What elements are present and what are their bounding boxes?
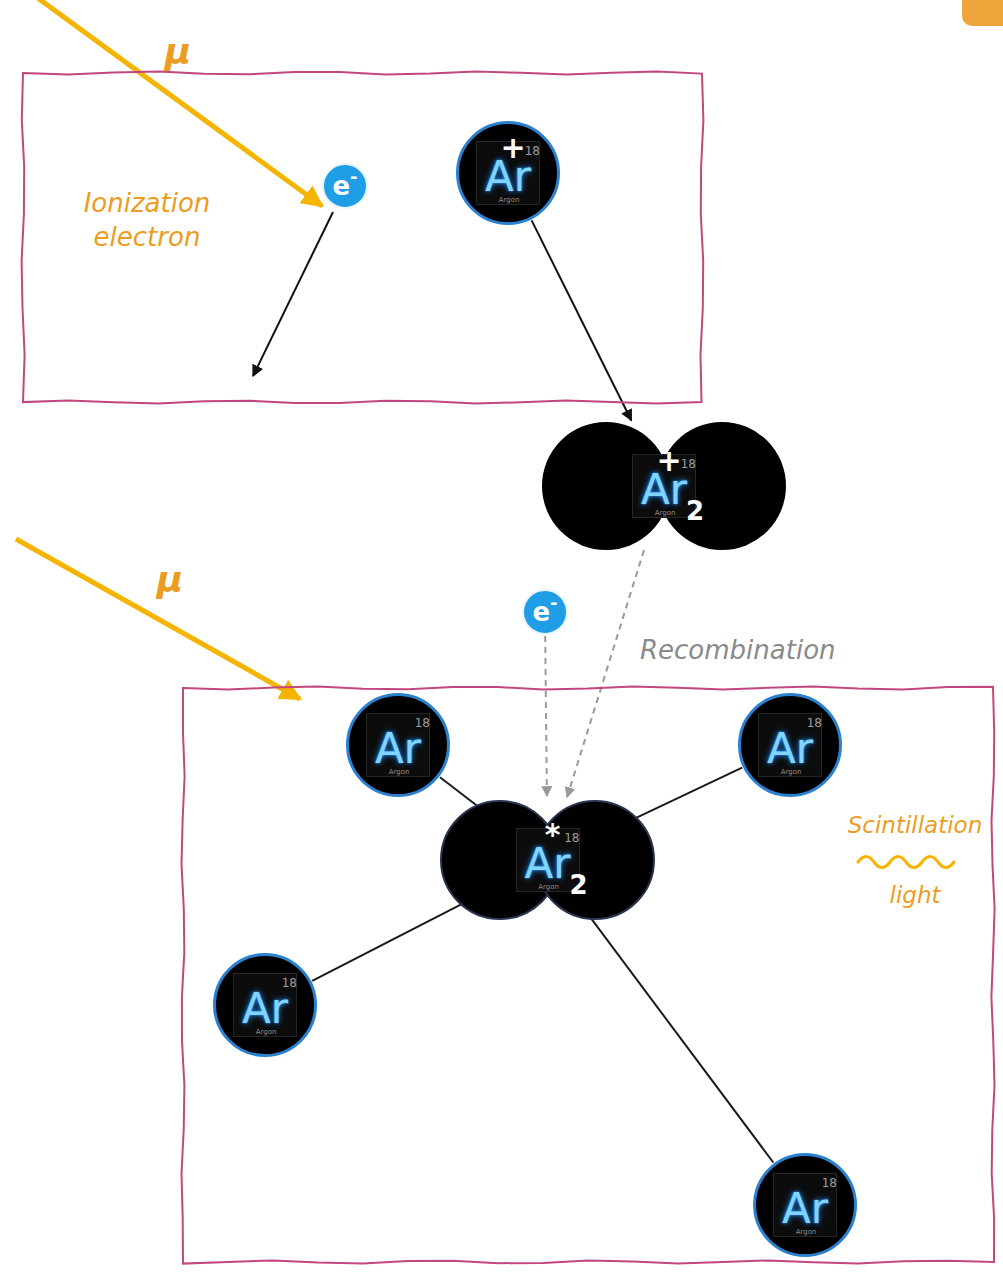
muon-track	[16, 539, 300, 699]
connector-line	[312, 901, 467, 981]
electron-symbol: e	[532, 599, 550, 625]
handwritten-note: Scintillation light	[848, 790, 983, 930]
region-border	[182, 686, 995, 1263]
region-border	[22, 71, 704, 403]
element-symbol: Ar	[375, 728, 421, 770]
atom-circle: Ar18Argon	[738, 693, 842, 797]
corner-tab	[962, 0, 1003, 26]
drift-arrow	[253, 212, 333, 376]
connector-line	[532, 220, 632, 420]
recombination-path	[567, 550, 644, 797]
element-tile: Ar+218Argon	[632, 454, 696, 518]
handwritten-note: Ionization electron	[84, 186, 211, 254]
region-box: Ionization electrone-Ar+18Argon	[20, 70, 705, 405]
process-label: Recombination	[640, 635, 836, 666]
atomic-number: 18	[807, 717, 822, 729]
charge-mark: +	[656, 446, 681, 476]
element-name: Argon	[389, 769, 410, 776]
charge-mark: -	[350, 168, 357, 186]
charge-mark: -	[550, 594, 557, 612]
element-name: Argon	[256, 1029, 277, 1036]
element-symbol: Ar	[782, 1188, 828, 1230]
atom-circle: Ar18Argon	[213, 953, 317, 1057]
particle-label: μ	[157, 562, 184, 598]
subscript: 2	[569, 872, 587, 898]
atom-circle: Ar18Argon	[753, 1153, 857, 1257]
element-name: Argon	[796, 1229, 817, 1236]
element-tile: Ar18Argon	[758, 713, 822, 777]
element-name: Argon	[499, 197, 520, 204]
atom-circle: Ar18Argon	[346, 693, 450, 797]
element-symbol: Ar	[242, 988, 288, 1030]
electron-circle: e-	[522, 589, 568, 635]
element-name: Argon	[538, 884, 559, 891]
dimer-molecule: Ar*218Argon	[440, 800, 655, 920]
element-name: Argon	[781, 769, 802, 776]
atomic-number: 18	[415, 717, 430, 729]
particle-label: μ	[165, 34, 192, 70]
electron-symbol: e	[332, 173, 350, 199]
connector-line	[589, 916, 773, 1162]
atomic-number: 18	[525, 145, 540, 157]
atomic-number: 18	[564, 832, 579, 844]
element-symbol: Ar	[767, 728, 813, 770]
atom-circle: Ar+18Argon	[456, 121, 560, 225]
atomic-number: 18	[681, 458, 696, 470]
photon-wave	[858, 857, 954, 868]
element-tile: Ar18Argon	[366, 713, 430, 777]
atomic-number: 18	[282, 977, 297, 989]
muon-track	[35, 0, 322, 206]
element-tile: Ar+18Argon	[476, 141, 540, 205]
element-name: Argon	[655, 510, 676, 517]
element-tile: Ar*218Argon	[516, 828, 580, 892]
charge-mark: *	[545, 820, 561, 850]
element-tile: Ar18Argon	[233, 973, 297, 1037]
region-box: Scintillation lightAr18ArgonAr18ArgonAr1…	[180, 685, 996, 1265]
recombination-path	[545, 636, 547, 796]
subscript: 2	[686, 498, 704, 524]
connector-line	[630, 768, 742, 821]
element-tile: Ar18Argon	[773, 1173, 837, 1237]
dimer-molecule: Ar+218Argon	[542, 422, 786, 550]
electron-circle: e-	[322, 163, 368, 209]
charge-mark: +	[500, 133, 525, 163]
atomic-number: 18	[822, 1177, 837, 1189]
